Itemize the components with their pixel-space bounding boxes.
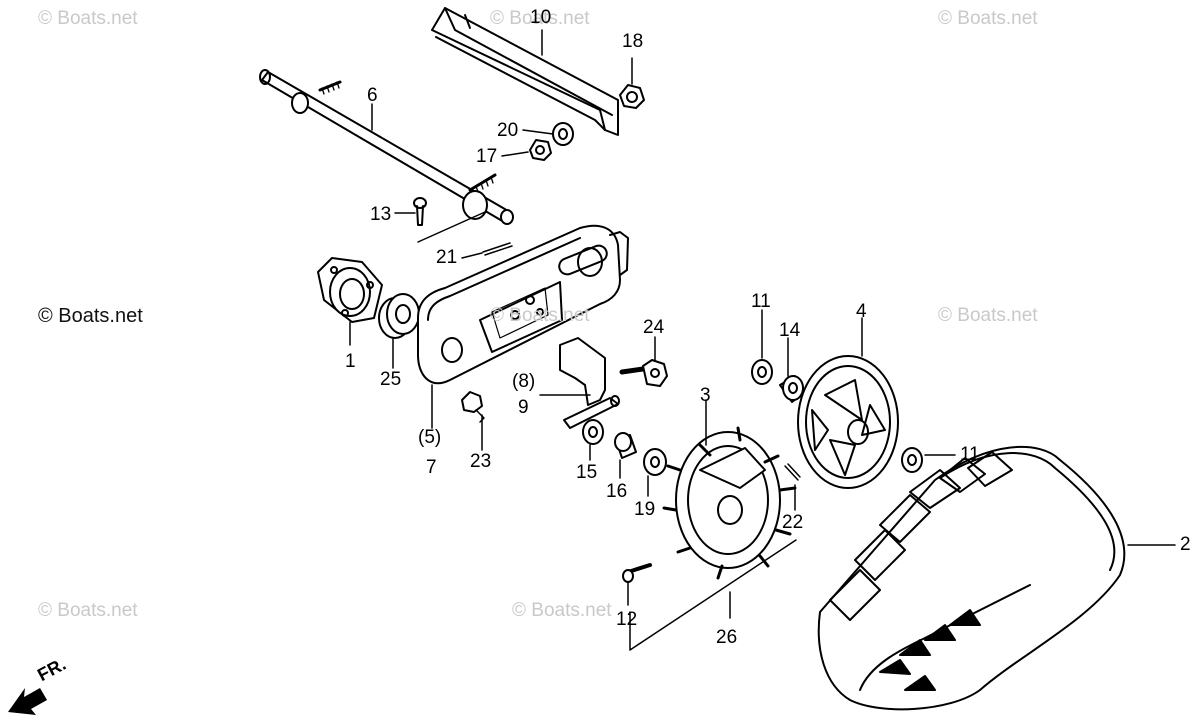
- flange-bolt-part: [461, 391, 485, 423]
- watermark: © Boats.net: [38, 305, 143, 327]
- watermark: © Boats.net: [490, 8, 590, 29]
- callout-part-21: 21: [436, 247, 458, 268]
- bracket-rail-part: [431, 7, 619, 136]
- callout-part-7: 7: [426, 457, 437, 478]
- nut-part: [619, 84, 645, 109]
- callout-part-9: 9: [518, 397, 529, 418]
- watermark: © Boats.net: [512, 600, 612, 621]
- callout-part-10: 10: [530, 7, 552, 28]
- callout-part-22: 22: [782, 512, 804, 533]
- callout-part-13: 13: [370, 204, 392, 225]
- collar-part: [779, 375, 806, 403]
- callout-part-20: 20: [497, 120, 519, 141]
- bearing-holder-part: [317, 257, 383, 323]
- callout-part-11: 11: [960, 444, 980, 465]
- washer-part: [582, 419, 604, 445]
- watermark: © Boats.net: [938, 305, 1038, 326]
- watermark: © Boats.net: [490, 305, 590, 326]
- callout-part-5: (5): [418, 427, 442, 448]
- cotter-pin-part: [482, 242, 513, 256]
- callout-part-19: 19: [634, 499, 656, 520]
- callout-part-4: 4: [856, 301, 867, 322]
- callout-part-1: 1: [345, 351, 356, 372]
- cotter-pin-part: [784, 463, 801, 481]
- callout-part-18: 18: [622, 31, 644, 52]
- callout-part-26: 26: [716, 627, 738, 648]
- watermark: © Boats.net: [38, 600, 138, 621]
- front-direction-arrow-icon: [8, 688, 47, 715]
- sprocket-wheel-part: [662, 426, 797, 580]
- callout-part-16: 16: [606, 481, 628, 502]
- washer-part: [643, 448, 667, 476]
- flange-bolt-part: [619, 359, 668, 387]
- idler-wheel-part: [797, 355, 899, 489]
- shaft-pin-part: [622, 563, 652, 583]
- clevis-pin-part: [413, 197, 427, 226]
- track-belt-part: [817, 445, 1126, 711]
- washer-part: [552, 122, 574, 146]
- collar-part: [614, 432, 637, 459]
- bearing-part: [378, 293, 420, 339]
- nut-part: [529, 139, 552, 161]
- callout-part-12: 12: [616, 609, 638, 630]
- callout-part-2: 2: [1180, 534, 1191, 555]
- callout-part-23: 23: [470, 451, 492, 472]
- callout-part-14: 14: [779, 320, 801, 341]
- callout-part-17: 17: [476, 146, 498, 167]
- shaft-part: [259, 69, 514, 225]
- callout-part-8: (8): [512, 371, 536, 392]
- callout-part-24: 24: [643, 317, 665, 338]
- callout-part-11: 11: [751, 291, 771, 312]
- washer-part: [751, 359, 773, 385]
- watermark: © Boats.net: [938, 8, 1038, 29]
- callout-part-25: 25: [380, 369, 402, 390]
- watermark: © Boats.net: [38, 8, 138, 29]
- callout-part-6: 6: [367, 85, 378, 106]
- tension-bracket-part: [559, 337, 620, 429]
- washer-part: [901, 447, 923, 473]
- callout-part-15: 15: [576, 462, 598, 483]
- chain-case-part: [417, 224, 629, 385]
- callout-part-3: 3: [700, 385, 711, 406]
